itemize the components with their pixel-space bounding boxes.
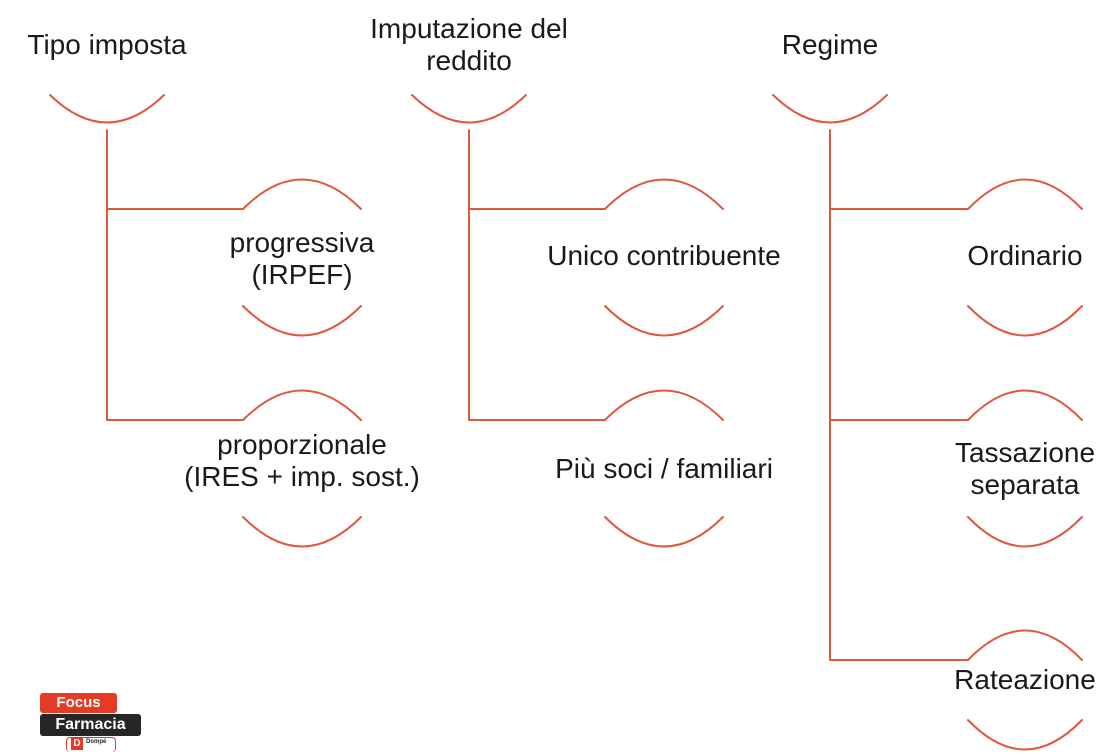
header-regime: Regime bbox=[781, 29, 879, 60]
logo-dompe-name: Dompé bbox=[86, 739, 107, 745]
node-proporzionale: proporzionale (IRES + imp. sost.) bbox=[184, 429, 420, 493]
node-progressiva: progressiva (IRPEF) bbox=[230, 227, 375, 291]
connector-imputazione bbox=[468, 129, 606, 421]
node-piu-soci-familiari: Più soci / familiari bbox=[555, 453, 773, 484]
header-imputazione-line2: reddito bbox=[426, 45, 512, 76]
connector-regime bbox=[829, 129, 969, 661]
node-rateazione: Rateazione bbox=[954, 664, 1096, 695]
node-tassazione-line2: separata bbox=[970, 469, 1080, 500]
header-imputazione-reddito: Imputazione del reddito bbox=[370, 13, 568, 77]
logo-farmacia: Farmacia bbox=[40, 714, 141, 736]
node-tassazione-line1: Tassazione bbox=[954, 437, 1096, 468]
node-proporzionale-line2: (IRES + imp. sost.) bbox=[184, 461, 420, 492]
node-ordinario: Ordinario bbox=[967, 240, 1083, 271]
bracket-rateazione bbox=[967, 629, 1083, 751]
header-tipo-imposta: Tipo imposta bbox=[27, 29, 187, 60]
node-progressiva-line2: (IRPEF) bbox=[251, 259, 353, 290]
bracket-tassazione bbox=[967, 389, 1083, 548]
logo-focus: Focus bbox=[40, 693, 117, 713]
connector-tipo bbox=[106, 129, 244, 421]
node-tassazione-separata: Tassazione separata bbox=[955, 437, 1095, 501]
header-imputazione-line1: Imputazione del bbox=[370, 13, 568, 44]
header-arc-imputazione bbox=[411, 94, 527, 124]
bracket-unico bbox=[604, 178, 724, 337]
header-arc-tipo bbox=[49, 94, 165, 124]
logo-dompe-mark: D bbox=[71, 738, 83, 750]
bracket-piu-soci bbox=[604, 389, 724, 548]
bracket-proporzionale bbox=[242, 389, 362, 548]
node-progressiva-line1: progressiva bbox=[229, 227, 375, 258]
logo-dompe-badge: D Dompé bbox=[66, 737, 116, 752]
header-arc-regime bbox=[772, 94, 888, 124]
bracket-progressiva bbox=[242, 178, 362, 337]
bracket-ordinario bbox=[967, 178, 1083, 337]
node-unico-contribuente: Unico contribuente bbox=[547, 240, 781, 271]
node-proporzionale-line1: proporzionale bbox=[217, 429, 387, 460]
